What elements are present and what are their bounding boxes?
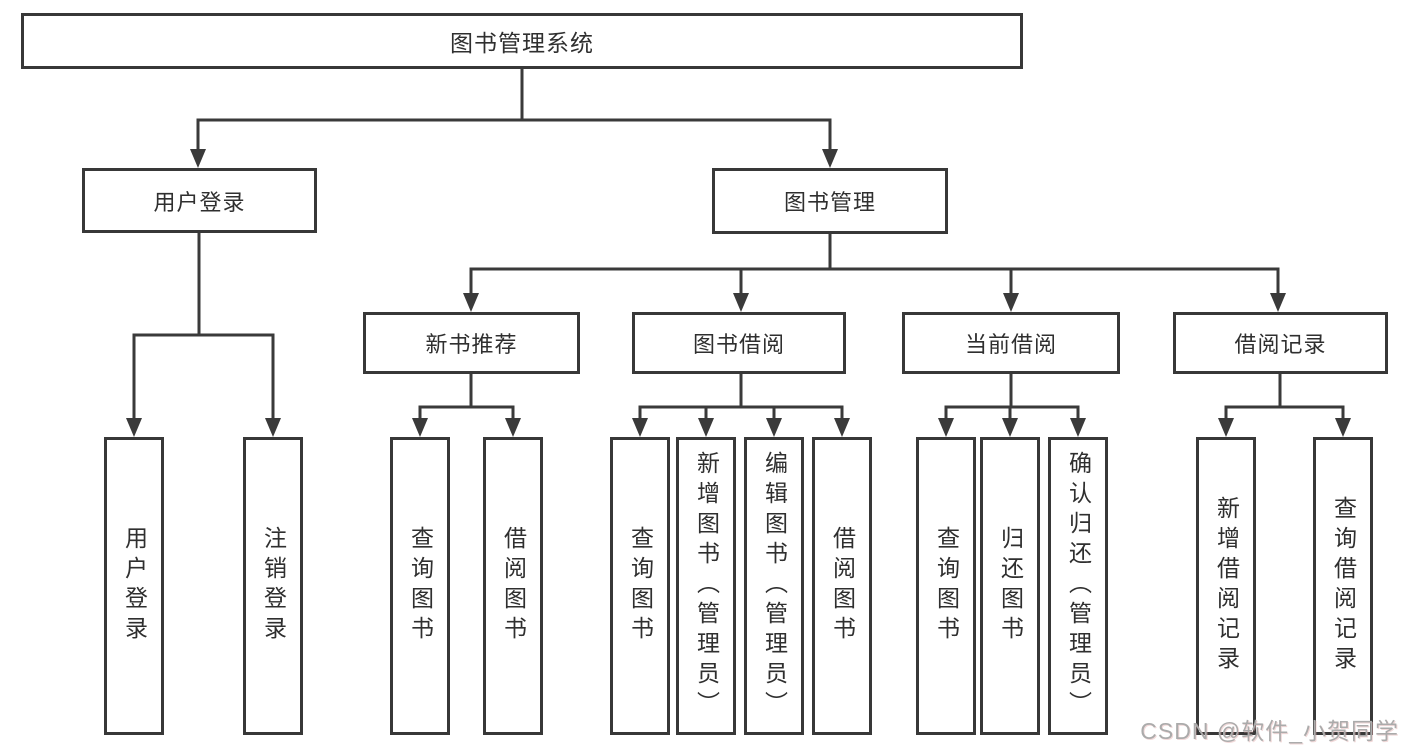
leaf-label: 归还图书 bbox=[997, 526, 1024, 646]
leaf-add-borrow-record: 新增借阅记录 bbox=[1196, 437, 1256, 735]
node-label: 当前借阅 bbox=[964, 332, 1057, 357]
node-new-book-recommend: 新书推荐 bbox=[363, 312, 580, 374]
node-borrow-records: 借阅记录 bbox=[1173, 312, 1388, 374]
node-library-management-system: 图书管理系统 bbox=[21, 13, 1023, 69]
leaf-query-books-recommend: 查询图书 bbox=[390, 437, 450, 735]
leaf-label: 确认归还（管理员） bbox=[1065, 451, 1092, 721]
node-label: 图书借阅 bbox=[692, 332, 785, 357]
leaf-label: 借阅图书 bbox=[829, 526, 856, 646]
node-user-login: 用户登录 bbox=[82, 168, 317, 233]
leaf-label: 用户登录 bbox=[121, 526, 148, 646]
leaf-label: 注销登录 bbox=[260, 526, 287, 646]
node-label: 借阅记录 bbox=[1234, 332, 1327, 357]
leaf-label: 新增借阅记录 bbox=[1213, 496, 1240, 676]
leaf-user-login: 用户登录 bbox=[104, 437, 164, 735]
node-current-borrow: 当前借阅 bbox=[902, 312, 1120, 374]
leaf-label: 查询图书 bbox=[627, 526, 654, 646]
node-label: 图书管理系统 bbox=[450, 30, 594, 56]
leaf-label: 借阅图书 bbox=[500, 526, 527, 646]
leaf-edit-books-admin: 编辑图书（管理员） bbox=[744, 437, 804, 735]
leaf-label: 新增图书（管理员） bbox=[693, 451, 720, 721]
leaf-query-books-borrow: 查询图书 bbox=[610, 437, 670, 735]
node-label: 新书推荐 bbox=[425, 332, 518, 357]
node-book-management: 图书管理 bbox=[712, 168, 948, 234]
leaf-query-books-current: 查询图书 bbox=[916, 437, 976, 735]
node-label: 用户登录 bbox=[153, 189, 246, 215]
node-book-borrow: 图书借阅 bbox=[632, 312, 846, 374]
leaf-borrow-books: 借阅图书 bbox=[812, 437, 872, 735]
node-label: 图书管理 bbox=[783, 190, 876, 215]
leaf-confirm-return-admin: 确认归还（管理员） bbox=[1048, 437, 1108, 735]
leaf-query-borrow-record: 查询借阅记录 bbox=[1313, 437, 1373, 735]
leaf-return-books: 归还图书 bbox=[980, 437, 1040, 735]
leaf-label: 查询图书 bbox=[933, 526, 960, 646]
leaf-label: 查询图书 bbox=[407, 526, 434, 646]
leaf-label: 编辑图书（管理员） bbox=[761, 451, 788, 721]
leaf-add-books-admin: 新增图书（管理员） bbox=[676, 437, 736, 735]
leaf-logout: 注销登录 bbox=[243, 437, 303, 735]
leaf-borrow-books-recommend: 借阅图书 bbox=[483, 437, 543, 735]
leaf-label: 查询借阅记录 bbox=[1330, 496, 1357, 676]
